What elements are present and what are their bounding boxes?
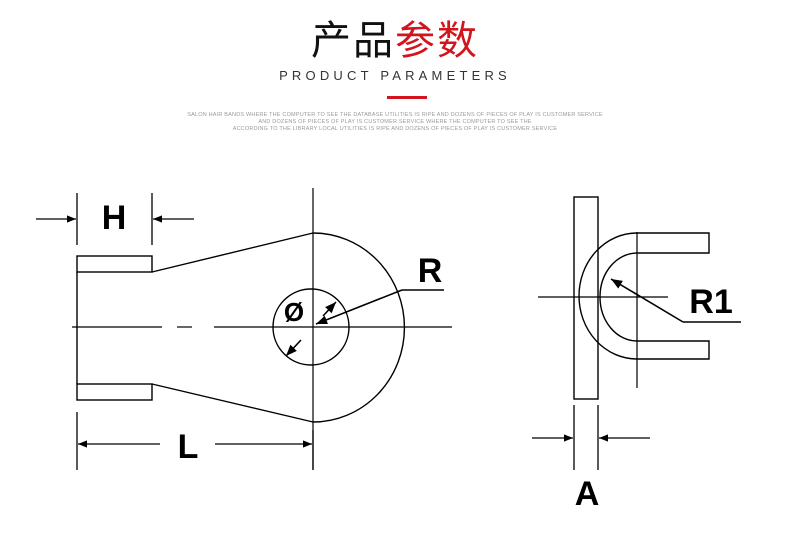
dimension-h xyxy=(36,193,194,245)
fine-print-line: SALON HAIR BANDS WHERE THE COMPUTER TO S… xyxy=(187,112,603,118)
dimension-a xyxy=(532,405,650,470)
fine-print-line: AND DOZENS OF PIECES OF PLAY IS CUSTOMER… xyxy=(258,119,532,125)
label-a: A xyxy=(575,475,600,513)
center-lines-left xyxy=(72,188,452,470)
label-diameter: Ø xyxy=(284,297,304,327)
dimension-r xyxy=(315,289,444,325)
lug-taper-bottom xyxy=(151,383,314,423)
label-r1: R1 xyxy=(689,283,732,321)
title-red: 参数 xyxy=(395,18,479,64)
page-subtitle: PRODUCT PARAMETERS xyxy=(279,68,511,83)
fine-print-line: ACCORDING TO THE LIBRARY LOCAL UTILITIES… xyxy=(232,126,558,132)
dimension-r1 xyxy=(610,278,741,323)
title-underline xyxy=(387,96,427,99)
dimension-l xyxy=(76,412,314,470)
center-lines-right xyxy=(538,232,668,388)
lug-barrel-top xyxy=(76,255,153,273)
page-title: 产品参数 xyxy=(0,8,790,66)
dimension-diameter xyxy=(285,301,337,357)
lug-barrel-bottom xyxy=(76,383,153,401)
title-black: 产品 xyxy=(311,18,395,64)
label-r: R xyxy=(418,252,443,290)
lug-front-view xyxy=(76,232,406,423)
label-h: H xyxy=(102,199,127,237)
label-l: L xyxy=(178,428,199,466)
side-plate xyxy=(573,196,599,400)
lug-taper-top xyxy=(151,232,314,273)
